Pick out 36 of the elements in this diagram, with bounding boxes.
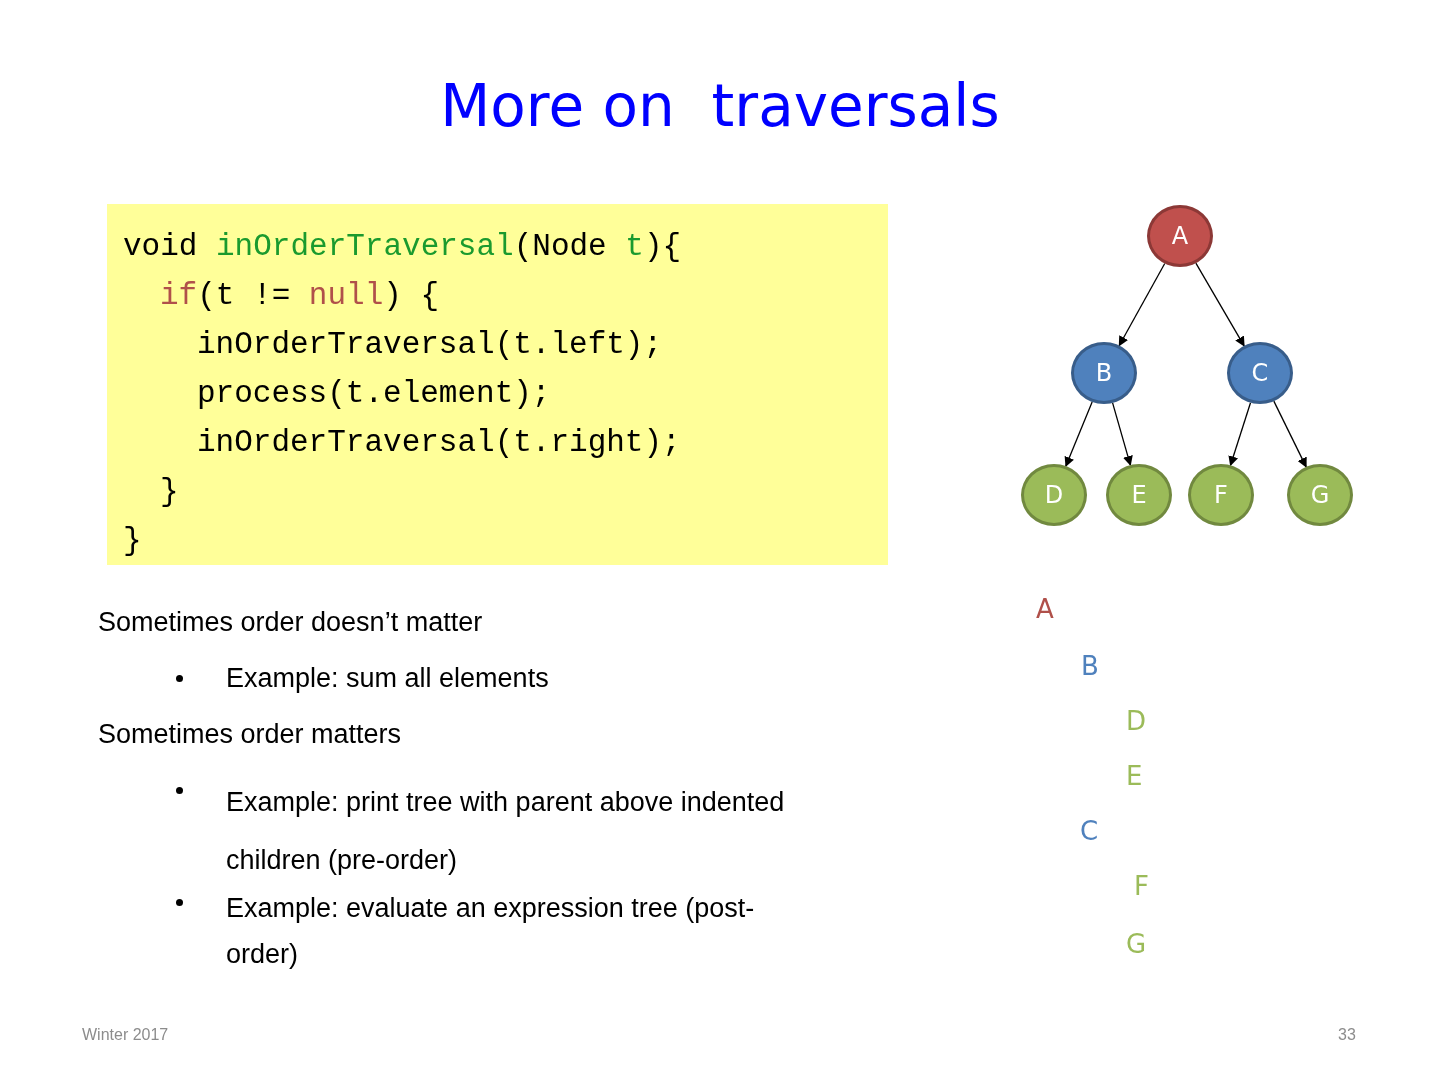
tree-node-circle: D <box>1021 464 1087 526</box>
code-box <box>107 204 888 565</box>
code-line: } <box>160 473 179 511</box>
tree-node-circle: E <box>1106 464 1172 526</box>
tree-node-circle: G <box>1287 464 1353 526</box>
arrow <box>1228 402 1252 467</box>
paragraph-text: Sometimes order doesn’t matter <box>98 606 483 639</box>
arrow <box>1273 400 1307 468</box>
indented-node-label: B <box>1081 651 1099 681</box>
indented-node-label: A <box>1036 594 1054 624</box>
indented-node-label: E <box>1126 761 1143 791</box>
arrow <box>1195 262 1245 347</box>
indented-node-label: F <box>1134 871 1149 901</box>
indented-node-label: G <box>1126 929 1147 959</box>
code-line: inOrderTraversal(t.left); <box>197 326 663 364</box>
arrow <box>1118 262 1166 347</box>
code-line: process(t.element); <box>197 375 551 413</box>
arrow <box>1064 401 1093 467</box>
page-number: 33 <box>1338 1026 1356 1044</box>
slide-title: More on traversals <box>439 72 1001 140</box>
footer-text: Winter 2017 <box>82 1026 169 1044</box>
arrow <box>1111 402 1133 467</box>
indented-node-label: C <box>1080 816 1099 846</box>
tree-node-circle: F <box>1188 464 1254 526</box>
paragraph-text: Sometimes order matters <box>98 718 402 751</box>
tree-node-circle: B <box>1071 342 1137 404</box>
bullet-text: Example: sum all elements <box>226 662 549 695</box>
code-line: void inOrderTraversal(Node t){ <box>123 228 682 266</box>
bullet-text: Example: evaluate an expression tree (post-order) <box>226 892 756 971</box>
code-line: inOrderTraversal(t.right); <box>197 424 681 462</box>
code-line: if(t != null) { <box>160 277 440 315</box>
indented-node-label: D <box>1126 706 1147 736</box>
bullet-text: Example: print tree with parent above indented children (pre-order) <box>226 786 786 877</box>
tree-node-circle: A <box>1147 205 1213 267</box>
tree-node-circle: C <box>1227 342 1293 404</box>
code-line: } <box>123 522 142 560</box>
